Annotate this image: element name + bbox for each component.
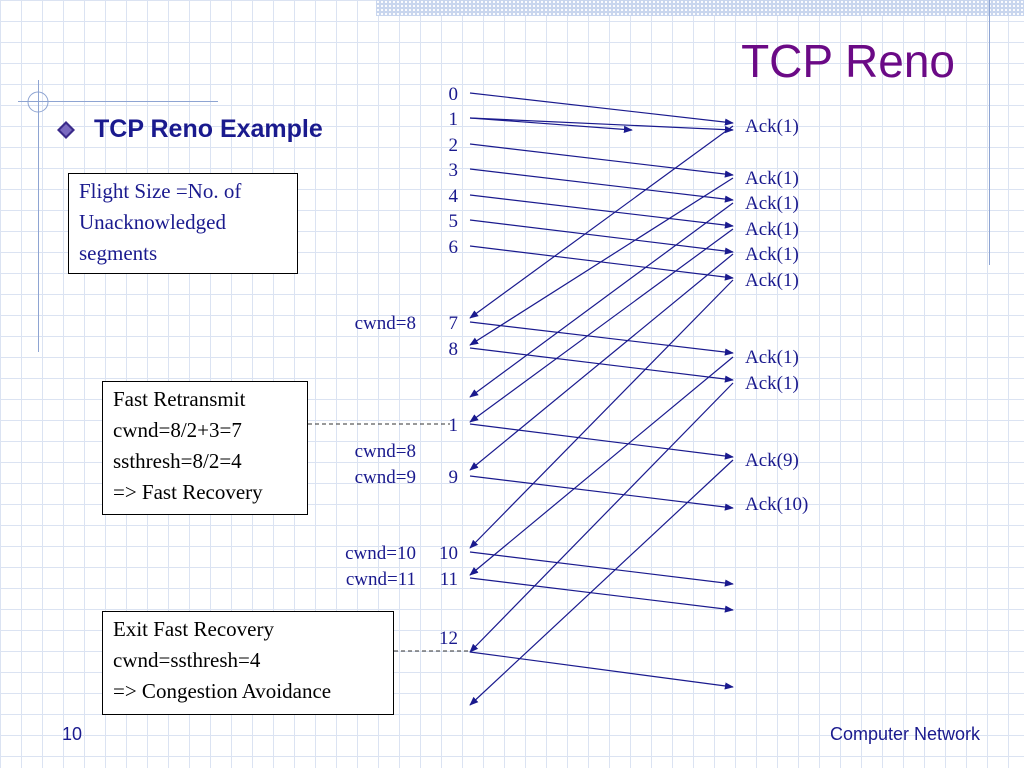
ack-label: Ack(1) [745,270,799,291]
segment-label: 3 [449,160,459,181]
cwnd-label: cwnd=10 [345,543,416,564]
box-line: segments [79,241,158,265]
cwnd-label: cwnd=11 [346,569,416,590]
decor-circle [27,91,49,113]
ack-label: Ack(9) [745,450,799,471]
ack-label: Ack(10) [745,494,808,515]
ack-arrow [469,459,734,706]
cwnd-label: cwnd=9 [355,467,416,488]
segment-label: 12 [439,628,458,649]
ack-arrow [469,253,734,471]
data-segment-arrow [469,143,734,178]
data-segment-arrow [469,194,734,229]
segment-label: 0 [449,84,459,105]
decor-line-top [18,101,218,102]
decor-line-right [989,0,990,265]
top-decor-bar [376,0,1024,16]
flight-size-box: Flight Size =No. of Unacknowledged segme… [68,173,298,274]
ack-arrow [469,382,734,653]
segment-label: 4 [449,186,459,207]
segment-label: 8 [449,339,459,360]
data-segment-arrow [469,347,734,383]
segment-label: 6 [449,237,459,258]
data-segment-arrow [469,92,734,126]
ack-arrow [469,228,734,423]
lost-segment-arrow [469,117,633,133]
fast-retransmit-box: Fast Retransmit cwnd=8/2+3=7 ssthresh=8/… [102,381,308,515]
data-segment-arrow [469,321,734,356]
segment-label: 1 [449,109,459,130]
segment-label: 5 [449,211,459,232]
data-segment-arrow [469,651,734,690]
box-line: cwnd=8/2+3=7 [113,418,242,442]
segment-label: 7 [449,313,459,334]
data-segment-arrow [469,577,734,613]
cwnd-label: cwnd=8 [355,441,416,462]
data-segment-arrow [469,423,734,460]
segment-label: 1 [449,415,459,436]
ack-label: Ack(1) [745,116,799,137]
page-number: 10 [62,724,83,744]
segment-label: 10 [439,543,458,564]
ack-arrow [469,279,734,549]
ack-label: Ack(1) [745,373,799,394]
page-title: TCP Reno [741,35,955,87]
box-line: cwnd=ssthresh=4 [113,648,261,672]
data-segment-arrow [469,551,734,587]
segment-label: 2 [449,135,459,156]
box-line: Flight Size =No. of [79,179,242,203]
data-segment-arrow [469,117,734,134]
section-subtitle: TCP Reno Example [94,115,323,143]
segment-label: 11 [440,569,458,590]
footer-course: Computer Network [829,724,980,744]
box-line: ssthresh=8/2=4 [113,449,242,473]
data-segment-arrow [469,475,734,511]
decor-line-left [38,80,39,352]
box-line: => Fast Recovery [113,480,263,504]
ack-arrow [469,202,734,398]
ack-label: Ack(1) [745,347,799,368]
box-line: => Congestion Avoidance [113,679,332,703]
box-line: Fast Retransmit [113,387,246,411]
box-line: Unacknowledged [79,210,226,234]
cwnd-label: cwnd=8 [355,313,416,334]
box-line: Exit Fast Recovery [113,617,274,641]
ack-label: Ack(1) [745,244,799,265]
ack-label: Ack(1) [745,168,799,189]
data-segment-arrow [469,168,734,203]
data-segment-arrow [469,219,734,255]
ack-arrow [469,177,734,346]
ack-arrow [469,125,734,319]
diamond-bullet-icon [57,121,75,139]
ack-label: Ack(1) [745,219,799,240]
ack-label: Ack(1) [745,193,799,214]
ack-arrow [469,356,734,576]
exit-fast-recovery-box: Exit Fast Recovery cwnd=ssthresh=4 => Co… [102,611,394,715]
segment-label: 9 [449,467,459,488]
